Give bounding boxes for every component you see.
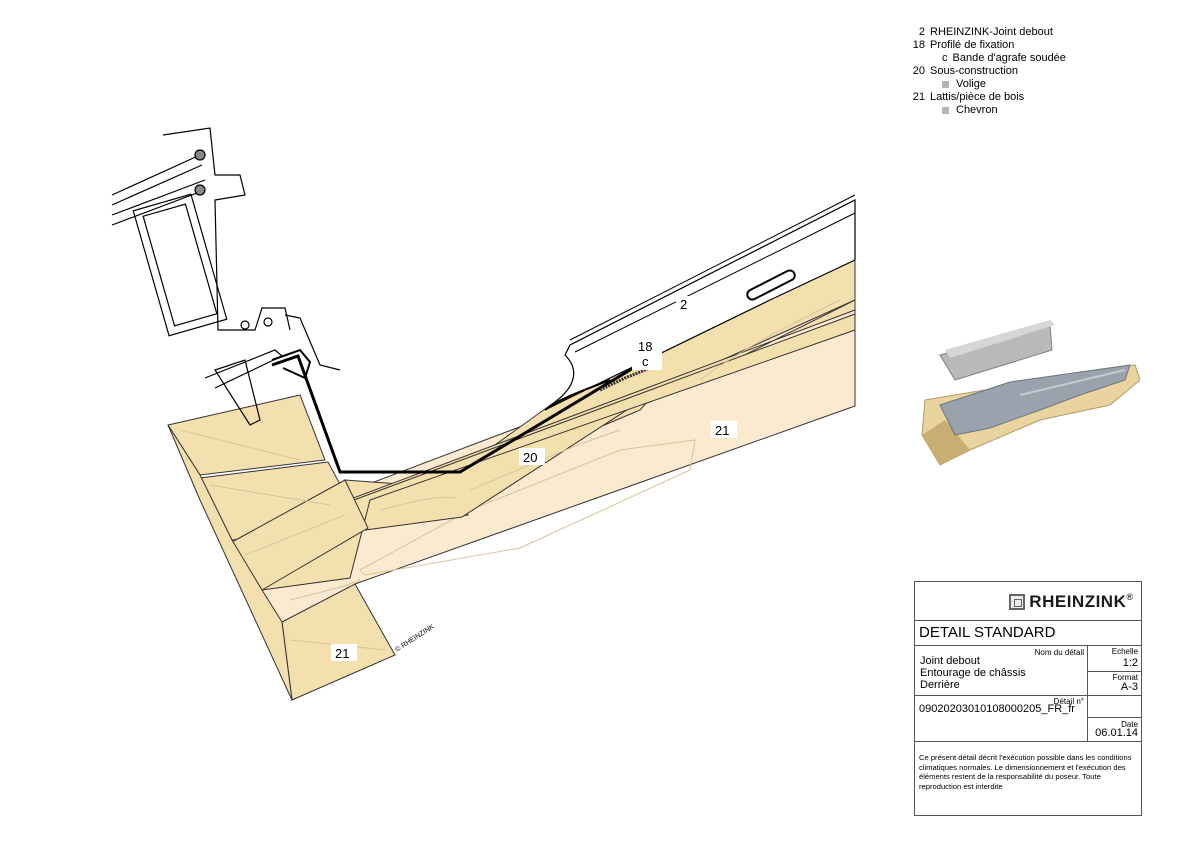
callout-21-low: 21 (331, 644, 357, 661)
label-18c: c (642, 354, 649, 369)
batten-stack (167, 394, 396, 701)
legend-subitem: Volige (898, 78, 1066, 91)
legend-square-icon (942, 107, 949, 114)
brand-mark: ® (1126, 592, 1133, 602)
legend-item: 21 Lattis/pièce de bois (898, 91, 1066, 104)
callout-21: 21 (711, 421, 737, 438)
legend-num: 21 (912, 91, 925, 103)
legend-text: Lattis/pièce de bois (930, 91, 1025, 103)
gasket (194, 149, 206, 161)
seam-clip (746, 269, 796, 301)
detail-number-label: Détail n° (1053, 697, 1084, 706)
label-18: 18 (638, 339, 652, 354)
legend-num: 18 (912, 39, 925, 51)
screw (214, 359, 261, 426)
legend-num: 2 (918, 26, 925, 38)
scale-label: Echelle (1111, 647, 1138, 656)
callout-18: 18 c (632, 338, 662, 370)
zinc-sheet (271, 233, 856, 474)
date-value: 06.01.14 (1095, 727, 1138, 739)
legend-sub-text: Chevron (956, 104, 998, 116)
seam-profile (544, 199, 856, 411)
glass-line (111, 179, 206, 216)
brand-logo-icon (1009, 594, 1026, 610)
legend-text: Sous-construction (930, 65, 1019, 77)
legend-sub-text: Bande d'agrafe soudée (952, 52, 1066, 64)
legend-square-icon (942, 81, 949, 88)
format-cell: Format A-3 (1087, 671, 1141, 696)
legend-text: RHEINZINK-Joint debout (930, 26, 1053, 38)
logo-row: RHEINZINK ® (915, 582, 1141, 621)
date-cell: Date 06.01.14 (1087, 717, 1141, 741)
label-20: 20 (523, 450, 537, 465)
glass-line (111, 189, 206, 226)
detail-name-line: Derrière (920, 679, 960, 691)
legend-num: 20 (912, 65, 925, 77)
thumb-wood-side (922, 420, 970, 465)
rafter-grain (359, 439, 696, 576)
disclaimer: Ce présent détail décrit l'exécution pos… (919, 753, 1132, 791)
detail-name-line: Joint debout (920, 655, 980, 667)
seam-foot (544, 379, 611, 411)
gasket (194, 184, 206, 196)
seam-line-upper (569, 194, 856, 341)
format-label: Format (1112, 673, 1138, 682)
flashing-lip (204, 349, 284, 389)
date-spacer (915, 717, 1087, 742)
frame-outline (162, 127, 291, 331)
gasket (263, 317, 273, 327)
callout-20: 20 (519, 448, 545, 465)
brand-logo: RHEINZINK ® (1009, 592, 1133, 612)
isometric-thumbnail (921, 320, 1140, 466)
flashing (284, 314, 341, 371)
label-21: 21 (715, 423, 729, 438)
frame-profile-inner (142, 203, 218, 327)
scale-cell: Echelle 1:2 (1087, 645, 1141, 672)
detail-name: Joint debout Entourage de châssis Derriè… (920, 655, 1026, 691)
legend-item: 20 Sous-construction (898, 65, 1066, 78)
gasket (240, 320, 250, 330)
glass-line (111, 164, 203, 206)
legend-sub-marker: c (942, 52, 948, 64)
legend: 2 RHEINZINK-Joint debout 18 Profilé de f… (898, 26, 1066, 117)
scale-value: 1:2 (1122, 657, 1138, 669)
legend-item: 18 Profilé de fixation (898, 39, 1066, 52)
format-value: A-3 (1120, 681, 1138, 693)
glass-line (111, 154, 201, 196)
label-2: 2 (680, 297, 687, 312)
thumb-seam (1019, 369, 1126, 396)
legend-sub-text: Volige (956, 78, 986, 90)
zinc-sheet-line (271, 233, 856, 474)
detail-number: 09020203010108000205_FR_fr (919, 703, 1075, 715)
detail-name-line: Entourage de châssis (920, 667, 1026, 679)
standing-seam (544, 194, 856, 411)
seam-line-lower (574, 212, 856, 353)
title-row: DETAIL STANDARD (915, 620, 1141, 646)
legend-text: Profilé de fixation (930, 39, 1015, 51)
detail-name-label: Nom du détail (1034, 648, 1084, 657)
clip-body (599, 366, 651, 392)
copyright-note: © RHEINZINK (394, 622, 436, 653)
brand-name: RHEINZINK (1029, 592, 1127, 611)
frame-profile (132, 193, 228, 337)
legend-subitem: Chevron (898, 104, 1066, 117)
fixing-clip (599, 366, 651, 392)
divider (1087, 741, 1141, 742)
drawing-title: DETAIL STANDARD (919, 624, 1056, 641)
thumb-frame-top (945, 320, 1055, 358)
batten (167, 424, 293, 701)
label-21-low: 21 (335, 646, 349, 661)
detail-name-cell: Nom du détail Joint debout Entourage de … (915, 645, 1088, 696)
title-block: RHEINZINK ® DETAIL STANDARD Nom du détai… (914, 581, 1142, 816)
date-label: Date (1121, 720, 1138, 729)
callout-2: 2 (676, 296, 696, 312)
legend-subitem: c Bande d'agrafe soudée (898, 52, 1066, 65)
zinc-sheet-upturn (271, 348, 312, 380)
detail-number-cell: Détail n° 09020203010108000205_FR_fr (915, 695, 1088, 717)
window-frame (111, 127, 341, 426)
thumb-zinc (939, 364, 1131, 436)
legend-item: 2 RHEINZINK-Joint debout (898, 26, 1066, 39)
